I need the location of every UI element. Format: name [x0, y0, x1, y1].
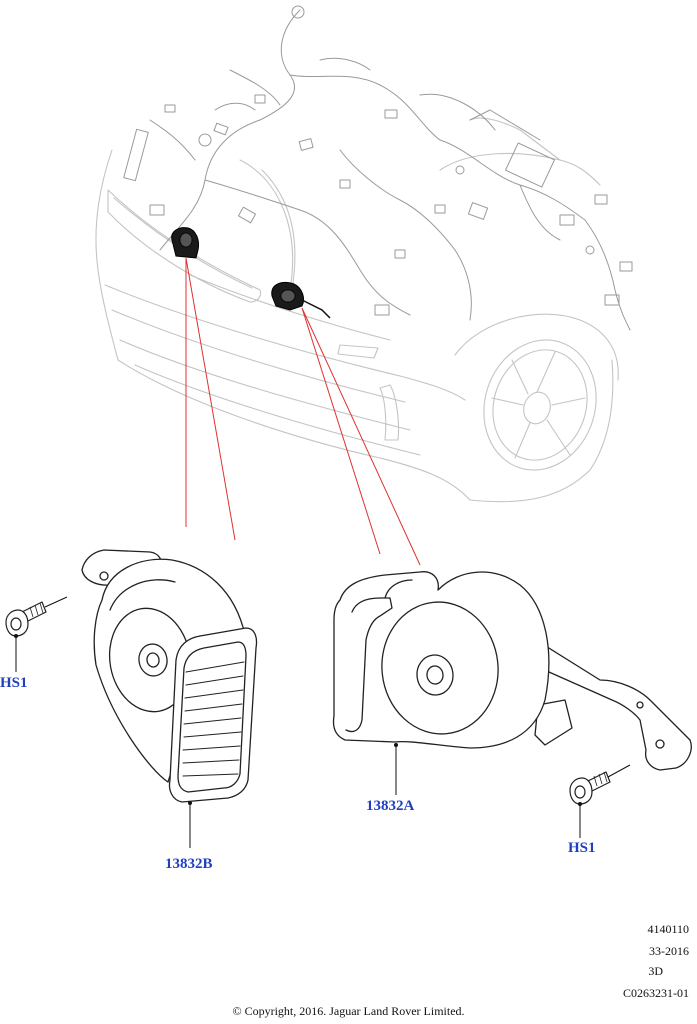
callout-hs1-right[interactable]: HS1: [568, 840, 596, 856]
horn-13832a[interactable]: [332, 571, 692, 771]
copyright-notice: © Copyright, 2016. Jaguar Land Rover Lim…: [232, 1004, 465, 1018]
callout-lines: [15, 596, 631, 848]
reference-code: C0263231-01: [623, 986, 689, 1000]
vehicle-front-ghost: [95, 117, 619, 503]
callout-13832a[interactable]: 13832A: [366, 798, 415, 814]
bolt-hs1-right[interactable]: [569, 771, 611, 805]
reference-number: 4140110: [647, 922, 689, 936]
wiring-harness-ghost: [123, 5, 633, 331]
horn-13832b[interactable]: [81, 549, 258, 803]
callout-hs1-left[interactable]: HS1: [0, 675, 28, 691]
bolt-hs1-left[interactable]: [5, 601, 47, 637]
horn-location-a-on-vehicle: [271, 282, 331, 319]
callout-dots: [14, 634, 582, 806]
callout-13832b[interactable]: 13832B: [165, 856, 213, 872]
leader-lines: [185, 257, 421, 566]
horn-location-b-on-vehicle: [171, 227, 199, 259]
reference-date: 33-2016: [649, 944, 689, 958]
reference-view: 3D: [648, 964, 663, 978]
